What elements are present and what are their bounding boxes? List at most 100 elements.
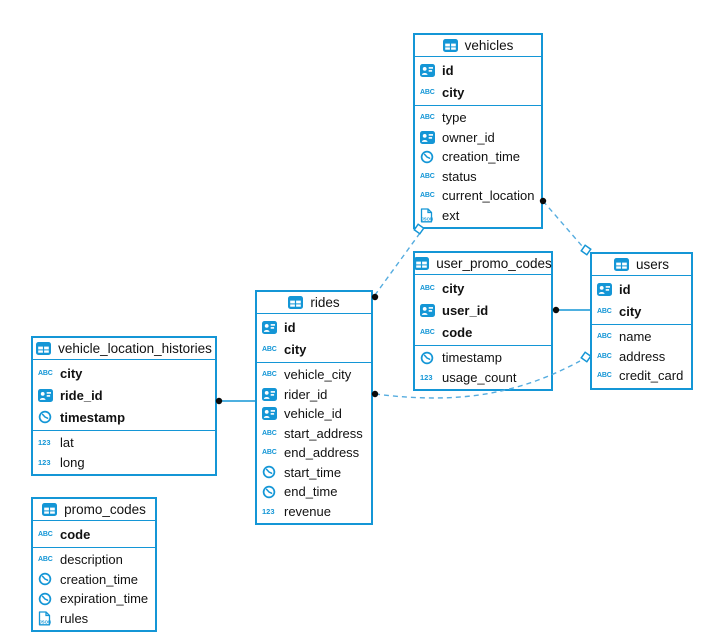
- field-row[interactable]: 123 revenue: [257, 502, 371, 522]
- time-type-icon: [420, 150, 437, 164]
- field-row[interactable]: creation_time: [415, 147, 541, 167]
- field-name: revenue: [284, 503, 331, 519]
- field-row[interactable]: ABC status: [415, 167, 541, 187]
- field-row[interactable]: id: [415, 59, 541, 81]
- time-type-icon: [38, 410, 55, 424]
- number-type-icon: 123: [38, 438, 51, 447]
- table-header[interactable]: user_promo_codes: [414, 253, 552, 275]
- field-name: status: [442, 168, 477, 184]
- table-title: rides: [310, 295, 340, 310]
- field-row[interactable]: ABC city: [592, 300, 691, 322]
- time-type-icon: [420, 351, 437, 365]
- field-name: city: [60, 365, 83, 381]
- text-type-icon: ABC: [597, 352, 612, 360]
- id-type-icon: [38, 388, 55, 402]
- field-name: rider_id: [284, 386, 328, 402]
- field-row[interactable]: owner_id: [415, 128, 541, 148]
- number-type-icon: 123: [38, 457, 51, 467]
- field-name: vehicle_id: [284, 406, 342, 422]
- field-row[interactable]: timestamp: [33, 406, 215, 428]
- field-row[interactable]: creation_time: [33, 570, 155, 590]
- id-type-icon: [262, 387, 279, 401]
- field-name: expiration_time: [60, 591, 149, 607]
- table-header[interactable]: rides: [257, 292, 371, 314]
- field-row[interactable]: ABC vehicle_city: [257, 365, 371, 385]
- field-row[interactable]: rider_id: [257, 385, 371, 405]
- table-icon: [414, 257, 431, 270]
- text-type-icon: ABC: [262, 371, 277, 379]
- json-type-icon: JSON: [38, 611, 55, 626]
- text-type-icon: ABC: [262, 429, 277, 437]
- table-title: vehicles: [464, 38, 514, 53]
- field-row[interactable]: 123 long: [33, 453, 215, 473]
- field-row[interactable]: vehicle_id: [257, 404, 371, 424]
- time-type-icon: [38, 592, 55, 606]
- text-type-icon: ABC: [420, 114, 435, 122]
- field-row[interactable]: ABC city: [33, 362, 215, 384]
- field-name: vehicle_city: [284, 367, 352, 383]
- field-name: timestamp: [60, 409, 126, 425]
- field-name: type: [442, 110, 467, 126]
- text-type-icon: ABC: [597, 307, 612, 315]
- field-name: code: [60, 526, 91, 542]
- text-type-icon: ABC: [597, 372, 612, 380]
- number-type-icon: 123: [262, 506, 275, 516]
- field-name: code: [442, 324, 473, 340]
- table-header[interactable]: vehicles: [415, 35, 541, 57]
- field-name: start_time: [284, 464, 342, 480]
- field-row[interactable]: ABC type: [415, 108, 541, 128]
- field-name: long: [60, 454, 85, 470]
- field-row[interactable]: ABC code: [33, 523, 155, 545]
- table-header[interactable]: vehicle_location_histories: [33, 338, 215, 360]
- text-type-icon: ABC: [420, 172, 435, 180]
- field-name: creation_time: [60, 571, 139, 587]
- table-title: user_promo_codes: [436, 256, 552, 271]
- text-type-icon: ABC: [38, 369, 53, 377]
- field-row[interactable]: expiration_time: [33, 589, 155, 609]
- field-name: city: [619, 303, 642, 319]
- field-row[interactable]: start_time: [257, 463, 371, 483]
- field-name: description: [60, 552, 123, 568]
- svg-text:JSON: JSON: [39, 619, 51, 624]
- text-type-icon: ABC: [420, 192, 435, 200]
- field-row[interactable]: end_time: [257, 482, 371, 502]
- json-type-icon: JSON: [420, 208, 437, 223]
- field-row[interactable]: id: [592, 278, 691, 300]
- field-row[interactable]: user_id: [415, 299, 551, 321]
- table-header[interactable]: users: [592, 254, 691, 276]
- time-type-icon: [38, 572, 55, 586]
- field-name: id: [442, 62, 454, 78]
- field-row[interactable]: ride_id: [33, 384, 215, 406]
- table-icon: [288, 296, 305, 309]
- field-name: ride_id: [60, 387, 103, 403]
- table-header[interactable]: promo_codes: [33, 499, 155, 521]
- text-type-icon: ABC: [38, 530, 53, 538]
- field-row[interactable]: id: [257, 316, 371, 338]
- field-row[interactable]: timestamp: [415, 348, 551, 368]
